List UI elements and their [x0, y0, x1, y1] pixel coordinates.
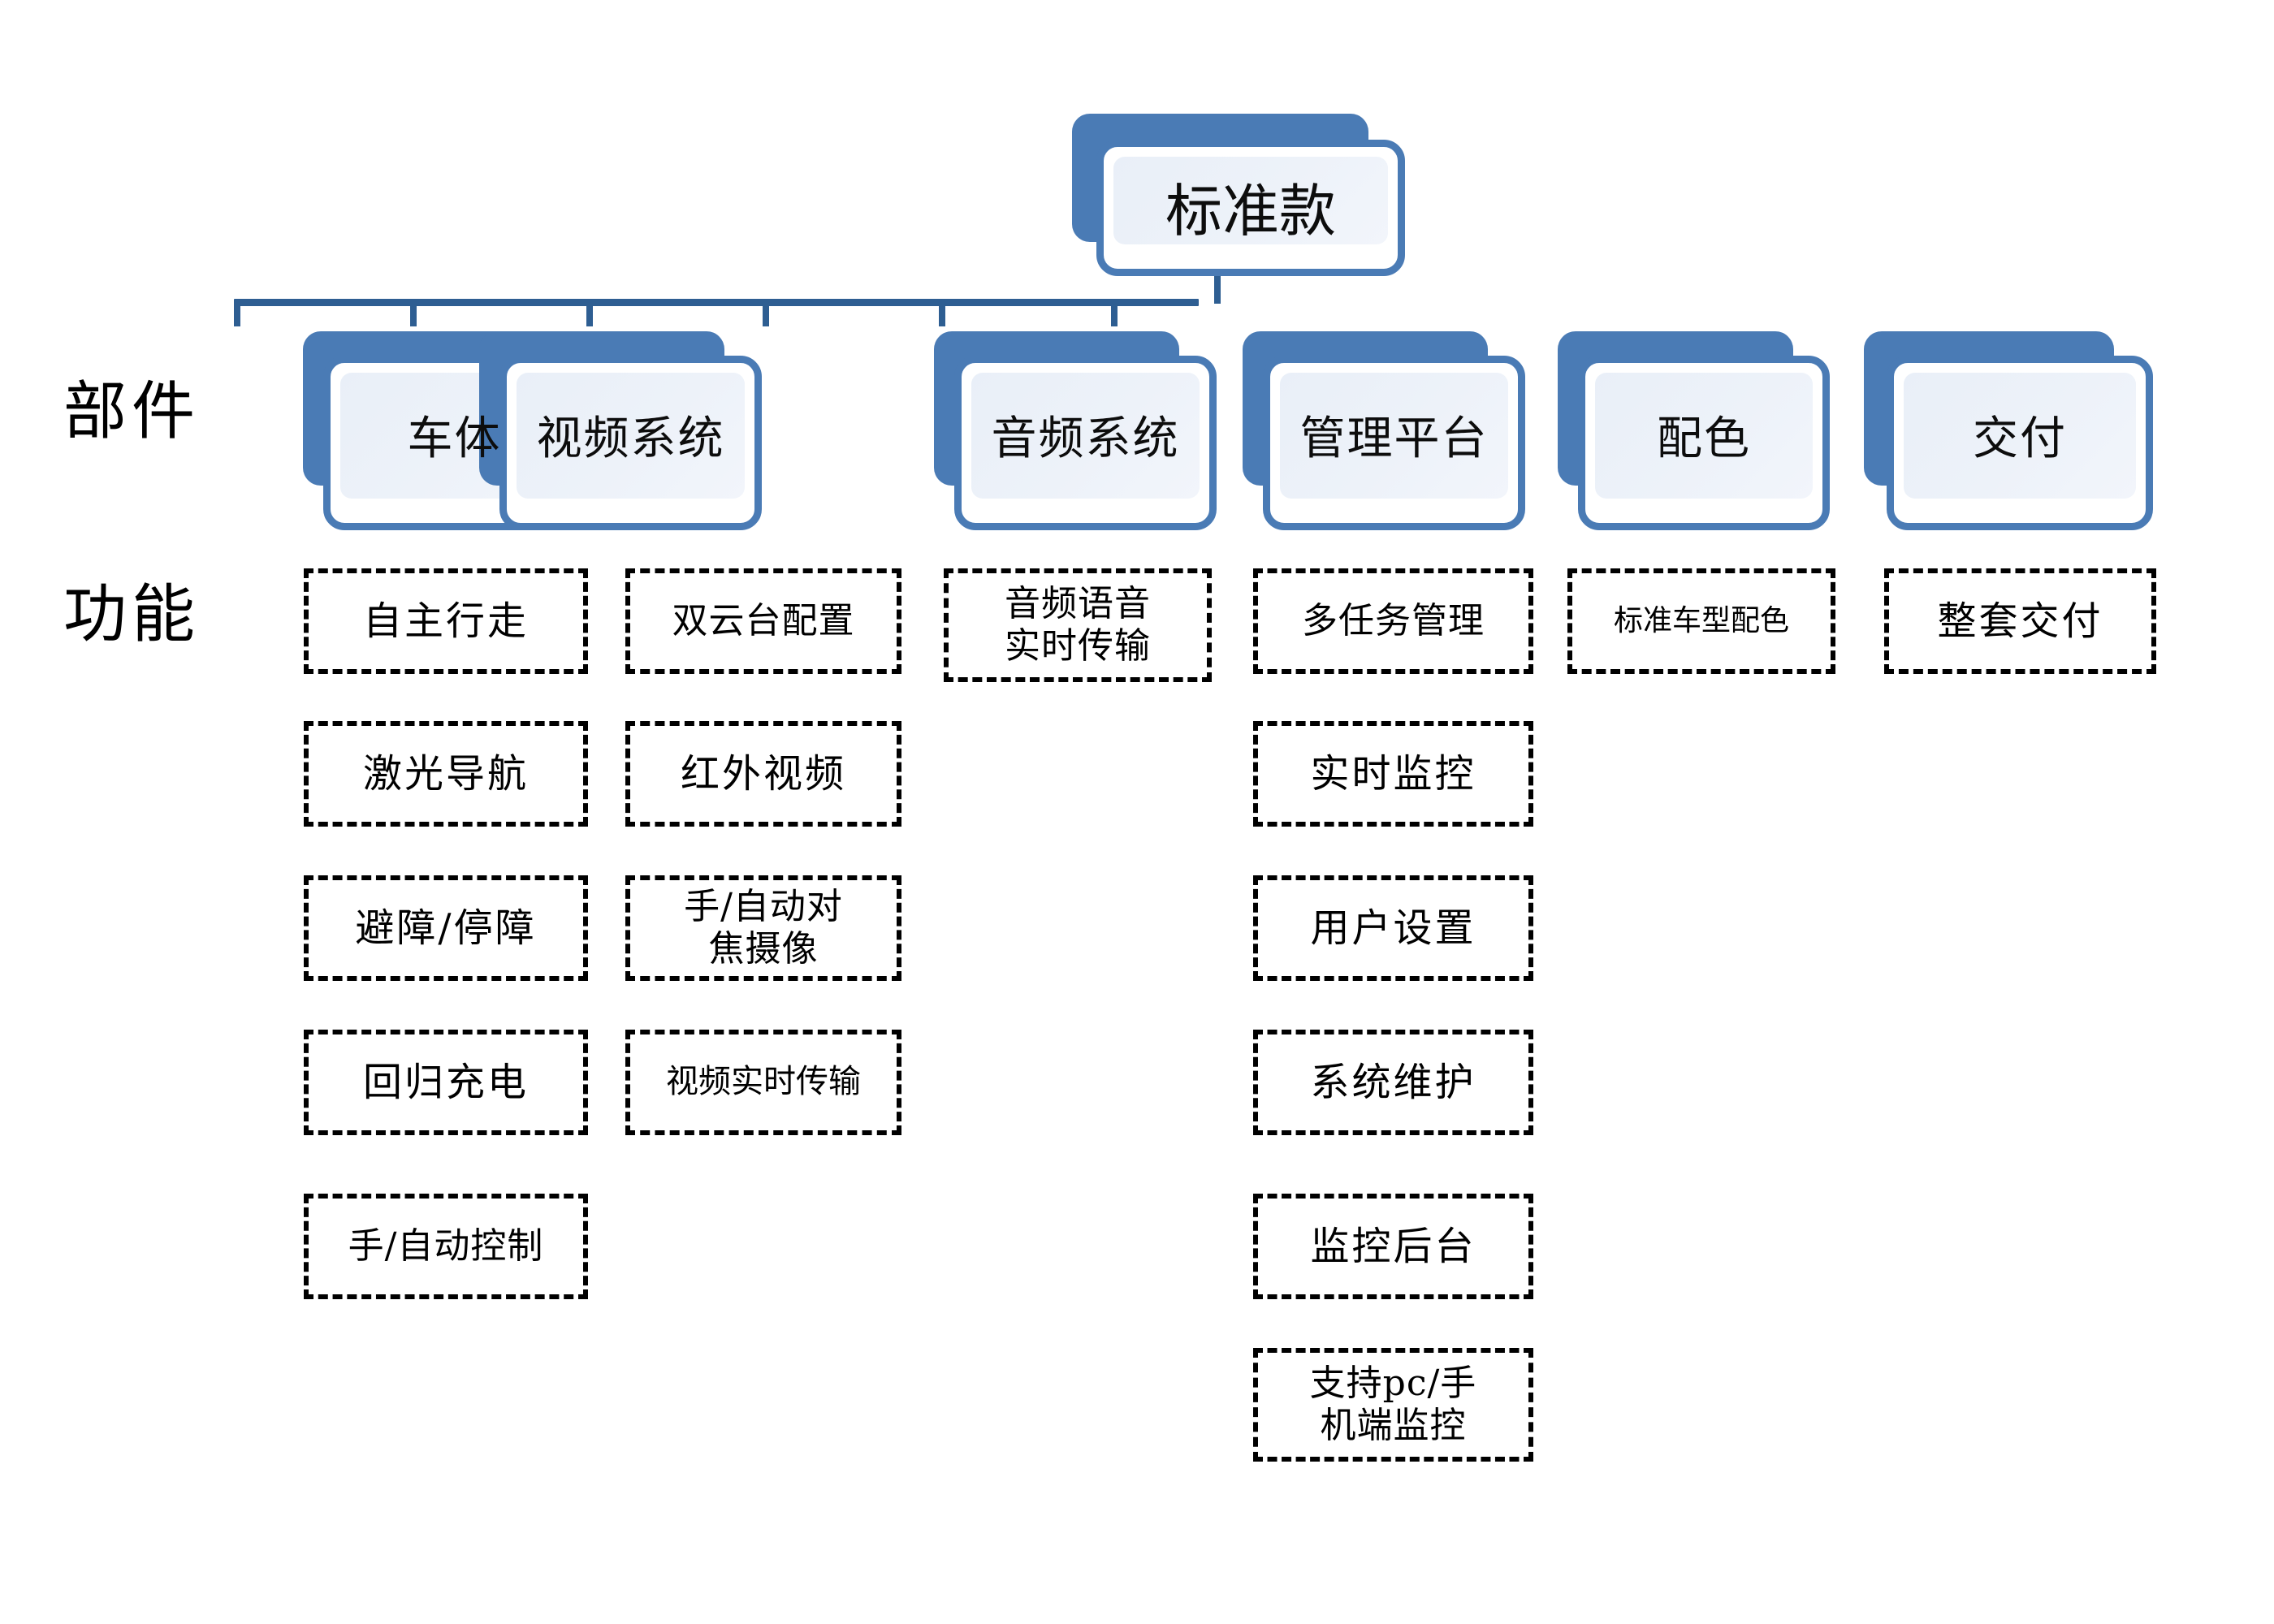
function-box[interactable]: 监控后台 — [1253, 1194, 1533, 1299]
component-label: 配色 — [1657, 412, 1751, 465]
function-label: 音频语音 实时传输 — [1005, 583, 1151, 667]
function-box[interactable]: 多任务管理 — [1253, 568, 1533, 674]
component-inner-panel — [1280, 373, 1508, 499]
function-box[interactable]: 用户设置 — [1253, 875, 1533, 981]
function-label: 手/自动对 焦摄像 — [684, 886, 843, 970]
component-front-card[interactable]: 视频系统 — [499, 356, 762, 530]
root-front-card[interactable]: 标准款 — [1096, 140, 1405, 276]
node-component-color-scheme[interactable]: 配色 — [1558, 331, 1850, 534]
function-label: 监控后台 — [1310, 1223, 1476, 1269]
function-label: 支持pc/手 机端监控 — [1309, 1363, 1477, 1446]
connector-root-stem — [1214, 268, 1221, 304]
component-inner-panel — [1595, 373, 1813, 499]
row-label-functions: 功能 — [63, 578, 201, 651]
component-front-card[interactable]: 音频系统 — [954, 356, 1217, 530]
component-label: 车体 — [407, 412, 502, 465]
function-label: 整套交付 — [1937, 598, 2103, 644]
function-label: 视频实时传输 — [666, 1063, 861, 1101]
function-label: 自主行走 — [362, 598, 529, 644]
component-front-card[interactable]: 交付 — [1887, 356, 2153, 530]
function-label: 红外视频 — [680, 750, 846, 797]
connector-drop-3 — [586, 304, 593, 326]
component-inner-panel — [1904, 373, 2136, 499]
node-component-delivery[interactable]: 交付 — [1864, 331, 2172, 534]
component-front-card[interactable]: 管理平台 — [1263, 356, 1525, 530]
function-box[interactable]: 系统维护 — [1253, 1030, 1533, 1135]
node-component-video-system[interactable]: 视频系统 — [479, 331, 780, 534]
function-box[interactable]: 避障/停障 — [304, 875, 588, 981]
connector-drop-2 — [410, 304, 417, 326]
function-box[interactable]: 手/自动对 焦摄像 — [625, 875, 901, 981]
function-label: 手/自动控制 — [348, 1225, 544, 1268]
function-box[interactable]: 自主行走 — [304, 568, 588, 674]
function-label: 实时监控 — [1310, 750, 1476, 797]
function-label: 避障/停障 — [355, 905, 537, 951]
connector-horizontal-bus — [234, 299, 1199, 306]
function-box[interactable]: 视频实时传输 — [625, 1030, 901, 1135]
node-component-management-platform[interactable]: 管理平台 — [1243, 331, 1543, 534]
component-label: 管理平台 — [1299, 412, 1489, 465]
function-label: 激光导航 — [362, 750, 529, 797]
function-box[interactable]: 双云台配置 — [625, 568, 901, 674]
function-box[interactable]: 回归充电 — [304, 1030, 588, 1135]
connector-drop-5 — [939, 304, 945, 326]
connector-drop-4 — [763, 304, 769, 326]
root-label: 标准款 — [1165, 178, 1336, 244]
function-box[interactable]: 支持pc/手 机端监控 — [1253, 1348, 1533, 1462]
component-inner-panel — [517, 373, 745, 499]
node-component-audio-system[interactable]: 音频系统 — [934, 331, 1234, 534]
function-label: 用户设置 — [1310, 905, 1476, 951]
function-box[interactable]: 实时监控 — [1253, 721, 1533, 827]
function-label: 系统维护 — [1310, 1059, 1476, 1105]
function-label: 双云台配置 — [672, 600, 855, 642]
row-label-components: 部件 — [63, 375, 201, 448]
component-label: 音频系统 — [991, 412, 1180, 465]
function-box[interactable]: 音频语音 实时传输 — [944, 568, 1212, 682]
component-label: 视频系统 — [536, 412, 725, 465]
function-box[interactable]: 整套交付 — [1884, 568, 2156, 674]
component-label: 交付 — [1973, 412, 2067, 465]
component-inner-panel — [971, 373, 1200, 499]
root-inner-panel — [1113, 157, 1388, 244]
connector-drop-1 — [234, 304, 240, 326]
node-root[interactable]: 标准款 — [1072, 114, 1413, 276]
function-box[interactable]: 手/自动控制 — [304, 1194, 588, 1299]
function-box[interactable]: 标准车型配色 — [1567, 568, 1835, 674]
function-label: 回归充电 — [362, 1059, 529, 1105]
connector-drop-6 — [1111, 304, 1118, 326]
function-box[interactable]: 红外视频 — [625, 721, 901, 827]
function-label: 多任务管理 — [1302, 600, 1485, 642]
function-box[interactable]: 激光导航 — [304, 721, 588, 827]
component-front-card[interactable]: 配色 — [1578, 356, 1830, 530]
function-label: 标准车型配色 — [1613, 603, 1789, 637]
